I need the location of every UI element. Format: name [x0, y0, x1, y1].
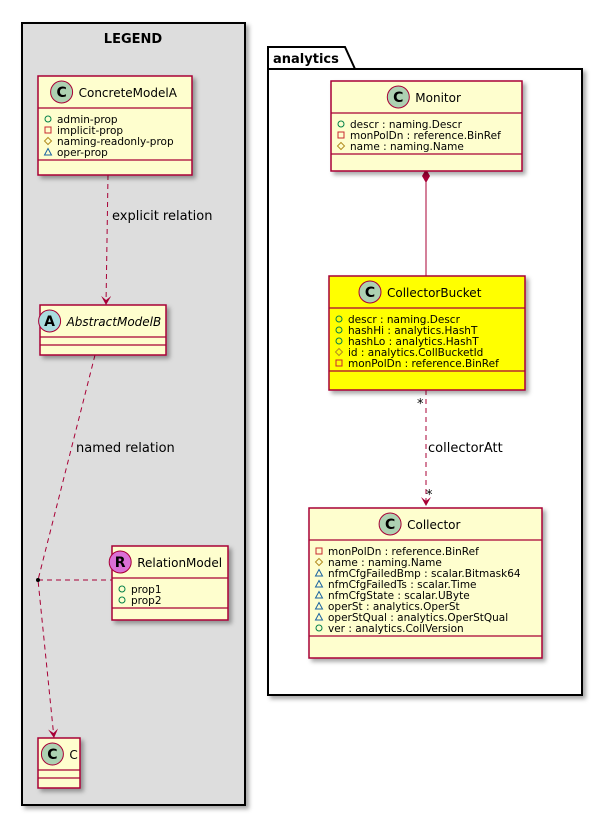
stereotype-letter: C	[365, 285, 375, 301]
class-box	[308, 507, 543, 659]
class-attribute: descr : naming.Descr	[350, 119, 463, 131]
package-name: analytics	[273, 52, 339, 67]
stereotype-letter: R	[115, 555, 126, 571]
class-attribute: descr : naming.Descr	[348, 314, 461, 326]
visibility-public-icon	[118, 585, 126, 593]
class-attribute: monPolDn : reference.BinRef	[348, 358, 499, 370]
visibility-public-icon	[44, 115, 52, 123]
class-box	[330, 80, 523, 172]
class-abstract-model-b: A AbstractModelB	[38, 304, 167, 356]
visibility-public-icon	[315, 624, 323, 632]
visibility-public-icon	[335, 315, 343, 323]
multiplicity-source: *	[417, 397, 424, 412]
visibility-public-icon	[335, 326, 343, 334]
class-attribute: prop1	[131, 584, 162, 596]
class-attribute: nfmCfgFailedTs : scalar.Time	[328, 579, 477, 591]
stereotype-badge: C	[386, 85, 410, 109]
visibility-protected-icon	[314, 557, 324, 567]
stereotype-badge: C	[358, 280, 382, 304]
stereotype-badge: A	[38, 309, 62, 333]
legend-title: LEGEND	[104, 32, 163, 47]
class-attribute: nfmCfgFailedBmp : scalar.Bitmask64	[328, 568, 521, 580]
class-attribute: operStQual : analytics.OperStQual	[328, 612, 508, 624]
class-name: ConcreteModelA	[79, 86, 178, 100]
class-name: Collector	[407, 518, 460, 532]
relation-join-point	[36, 578, 40, 582]
class-attribute: admin-prop	[57, 114, 118, 126]
explicit-relation-edge	[101, 174, 112, 306]
visibility-package-icon	[314, 579, 324, 588]
visibility-package-icon	[43, 147, 53, 156]
class-attribute: oper-prop	[57, 147, 108, 159]
class-attribute: name : naming.Name	[328, 557, 442, 569]
visibility-public-icon	[337, 120, 345, 128]
visibility-package-icon	[314, 601, 324, 610]
named-relation-edge	[37, 354, 96, 739]
stereotype-badge: C	[50, 80, 74, 104]
edges: explicit relation named relation collect…	[36, 169, 503, 739]
class-attribute: name : naming.Name	[350, 141, 464, 153]
stereotype-badge: R	[108, 550, 132, 574]
visibility-private-icon	[335, 359, 343, 367]
class-attribute: nfmCfgState : scalar.UByte	[328, 590, 470, 602]
visibility-public-icon	[335, 337, 343, 345]
stereotype-badge: C	[40, 742, 64, 766]
named-relation-label: named relation	[76, 441, 175, 456]
visibility-package-icon	[314, 612, 324, 621]
stereotype-letter: A	[44, 314, 55, 330]
visibility-private-icon	[44, 126, 52, 134]
visibility-private-icon	[337, 131, 345, 139]
class-attribute: prop2	[131, 595, 162, 607]
stereotype-letter: C	[393, 90, 403, 106]
class-name: AbstractModelB	[66, 315, 162, 329]
class-name: Monitor	[415, 91, 461, 105]
composition-diamond	[422, 169, 430, 183]
class-name: RelationModel	[137, 556, 222, 570]
visibility-public-icon	[118, 596, 126, 604]
class-attribute: naming-readonly-prop	[57, 136, 174, 148]
visibility-package-icon	[314, 590, 324, 599]
class-attribute: id : analytics.CollBucketId	[348, 347, 483, 359]
multiplicity-target: *	[426, 488, 433, 503]
stereotype-letter: C	[56, 85, 66, 101]
class-attribute: hashHi : analytics.HashT	[348, 325, 478, 337]
class-name: C	[69, 748, 77, 762]
visibility-private-icon	[315, 547, 323, 555]
class-name: CollectorBucket	[387, 286, 482, 300]
class-attribute: implicit-prop	[57, 125, 123, 137]
visibility-protected-icon	[334, 347, 344, 357]
stereotype-letter: C	[47, 747, 57, 763]
class-attribute: monPolDn : reference.BinRef	[350, 130, 501, 142]
stereotype-badge: C	[378, 512, 402, 536]
visibility-package-icon	[314, 568, 324, 577]
class-attribute: monPolDn : reference.BinRef	[328, 546, 479, 558]
visibility-protected-icon	[43, 136, 53, 146]
explicit-relation-label: explicit relation	[112, 209, 212, 224]
stereotype-letter: C	[385, 517, 395, 533]
class-attribute: hashLo : analytics.HashT	[348, 336, 479, 348]
visibility-protected-icon	[336, 141, 346, 151]
class-attribute: ver : analytics.CollVersion	[328, 623, 464, 635]
class-box	[39, 304, 167, 356]
class-attribute: operSt : analytics.OperSt	[328, 601, 460, 613]
class-collector: C Collector monPolDn : reference.BinRefnam…	[308, 507, 543, 659]
collector-att-label: collectorAtt	[428, 441, 503, 456]
class-concrete-model-a: C ConcreteModelA admin-propimplicit-propna…	[37, 75, 193, 176]
